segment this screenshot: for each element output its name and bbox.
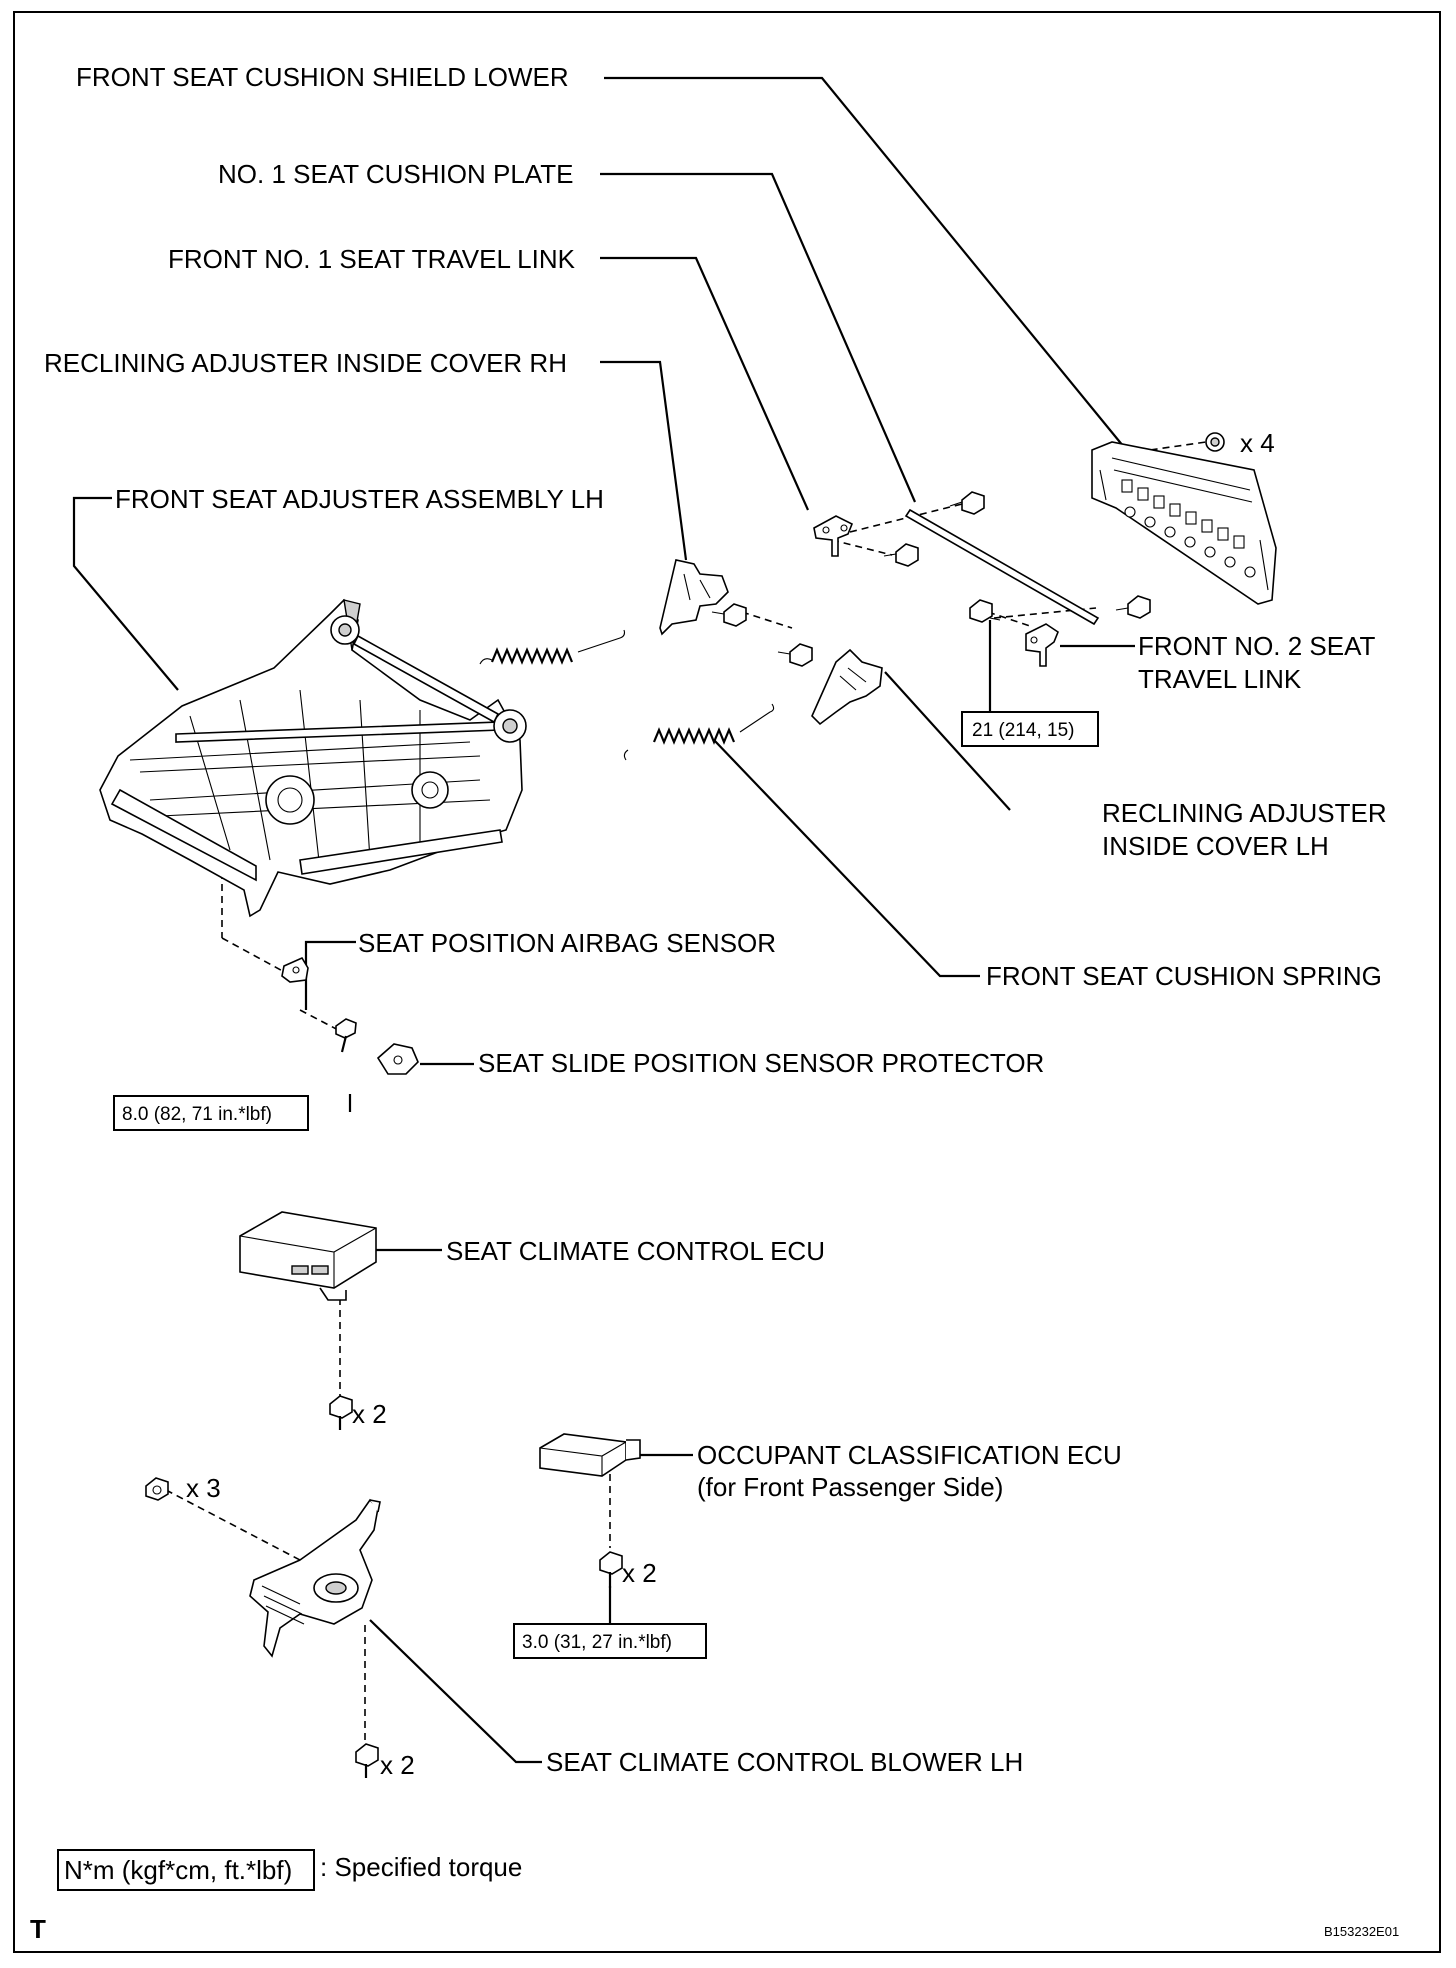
torque-box-airbag-sensor: 8.0 (82, 71 in.*lbf) [113,1095,309,1131]
qty-bolts-blower-top: x 3 [186,1473,221,1503]
label-cushion-shield-lower: FRONT SEAT CUSHION SHIELD LOWER [76,62,569,92]
cushion-springs [479,629,775,761]
label-airbag-sensor: SEAT POSITION AIRBAG SENSOR [358,928,776,958]
label-recl-cover-lh-2: INSIDE COVER LH [1102,831,1329,861]
leader-lines [72,76,1135,1764]
torque-box-occupant-ecu: 3.0 (31, 27 in.*lbf) [513,1623,707,1659]
no1-travel-link [813,515,854,557]
svg-text:8.0 (82, 71 in.*lbf): 8.0 (82, 71 in.*lbf) [122,1104,272,1125]
page-frame [13,11,1441,1953]
label-cushion-spring: FRONT SEAT CUSHION SPRING [986,961,1382,991]
label-no2-travel-link-1: FRONT NO. 2 SEAT [1138,631,1376,661]
label-climate-blower: SEAT CLIMATE CONTROL BLOWER LH [546,1747,1023,1777]
occupant-classification-ecu [539,1433,641,1477]
qty-nuts-shield: x 4 [1240,428,1275,458]
label-recl-cover-lh-1: RECLINING ADJUSTER [1102,798,1387,828]
travel-link-bolts [711,491,1151,667]
label-slide-sensor-protector: SEAT SLIDE POSITION SENSOR PROTECTOR [478,1048,1044,1078]
qty-bolts-climate-ecu: x 2 [352,1399,387,1429]
label-no1-travel-link: FRONT NO. 1 SEAT TRAVEL LINK [168,244,576,274]
legend-text: : Specified torque [320,1852,522,1882]
label-adjuster-assy-lh: FRONT SEAT ADJUSTER ASSEMBLY LH [115,484,604,514]
no1-seat-cushion-plate [904,508,1100,626]
torque-legend: N*m (kgf*cm, ft.*lbf) : Specified torque [57,1849,522,1891]
climate-ecu-bolt [329,1395,353,1430]
qty-bolts-occupant-ecu: x 2 [622,1558,657,1588]
svg-text:21 (214, 15): 21 (214, 15) [972,720,1074,741]
torque-box-travel-link: 21 (214, 15) [961,711,1099,747]
seat-climate-control-ecu [239,1211,377,1301]
svg-text:3.0 (31, 27 in.*lbf): 3.0 (31, 27 in.*lbf) [522,1632,672,1653]
figure-code: B153232E01 [1324,1924,1399,1939]
recl-cover-lh [811,648,883,726]
blower-bolt-bottom [355,1743,379,1778]
shield-nut [1205,432,1225,452]
label-climate-ecu: SEAT CLIMATE CONTROL ECU [446,1236,825,1266]
label-occupant-ecu-2: (for Front Passenger Side) [697,1472,1003,1502]
corner-mark-left: T [30,1914,46,1944]
qty-bolts-blower-bottom: x 2 [380,1750,415,1780]
seat-climate-control-blower-lh [249,1498,381,1658]
seat-adjuster-assembly-lh [99,598,527,918]
cushion-shield-lower [1091,441,1277,605]
airbag-sensor-bolt [335,1018,357,1053]
no2-travel-link [1025,623,1059,667]
seat-position-airbag-sensor [281,956,309,983]
label-no2-travel-link-2: TRAVEL LINK [1138,664,1302,694]
legend-unit-box-text: N*m (kgf*cm, ft.*lbf) [64,1855,292,1885]
recl-cover-rh [659,559,729,636]
blower-bolt-top [145,1477,169,1501]
label-no1-cushion-plate: NO. 1 SEAT CUSHION PLATE [218,159,573,189]
slide-sensor-protector [376,1043,419,1075]
label-occupant-ecu-1: OCCUPANT CLASSIFICATION ECU [697,1440,1122,1470]
label-recl-cover-rh: RECLINING ADJUSTER INSIDE COVER RH [44,348,567,378]
occupant-ecu-bolt [599,1551,623,1588]
